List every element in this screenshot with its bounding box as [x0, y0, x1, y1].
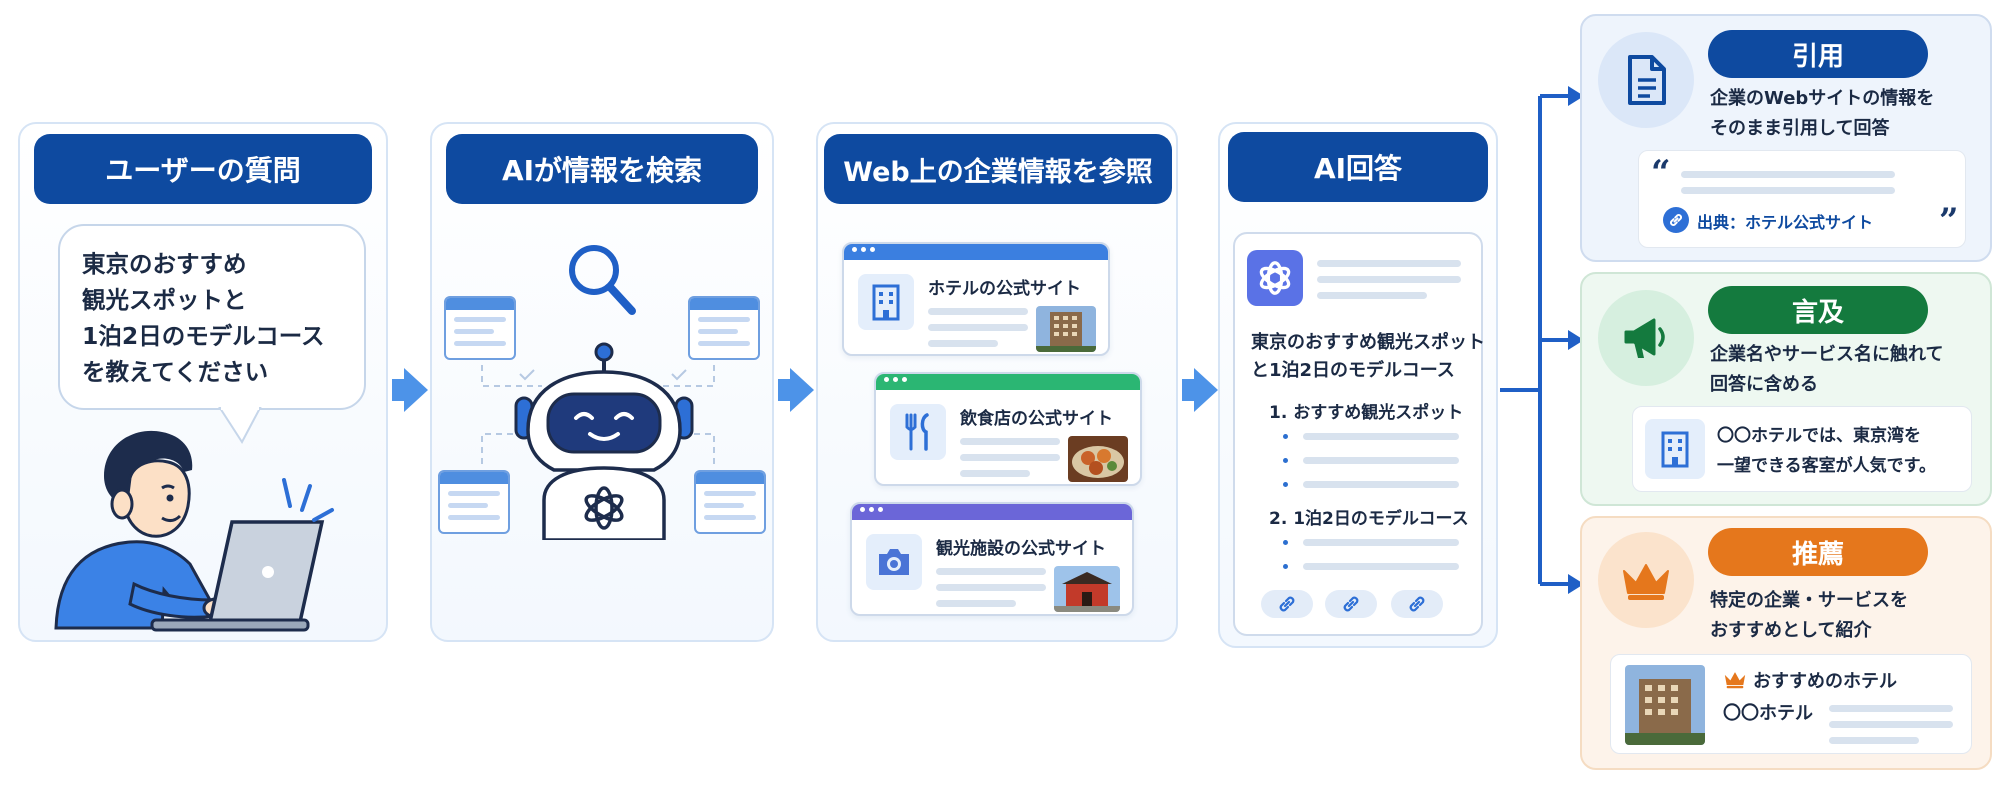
- branch-connector: [1500, 86, 1584, 594]
- hotel-photo: [1625, 665, 1705, 745]
- step-panel-ai-search: AIが情報を検索: [430, 122, 774, 642]
- question-line: 観光スポットと: [82, 286, 247, 314]
- chatgpt-logo-icon: [1247, 250, 1303, 306]
- mention-example-text: 〇〇ホテルでは、東京湾を: [1717, 426, 1921, 446]
- output-panel-mention: 言及 企業名やサービス名に触れて 回答に含める 〇〇ホテルでは、東京湾を 一望で…: [1580, 272, 1992, 506]
- flow-arrow: [1182, 379, 1196, 401]
- link-icon[interactable]: [1391, 590, 1443, 618]
- output-description: おすすめとして紹介: [1710, 620, 1872, 641]
- output-description: そのまま引用して回答: [1710, 118, 1890, 139]
- step-panel-web-info: Web上の企業情報を参照 ホテルの公式サイト: [816, 122, 1178, 642]
- step-title: ユーザーの質問: [34, 134, 372, 204]
- link-icon[interactable]: [1325, 590, 1377, 618]
- website-title: ホテルの公式サイト: [928, 279, 1081, 299]
- website-card-hotel: ホテルの公式サイト: [842, 242, 1110, 356]
- output-description: 特定の企業・サービスを: [1710, 590, 1908, 611]
- output-description: 企業のWebサイトの情報を: [1710, 88, 1935, 109]
- question-bubble: 東京のおすすめ 観光スポットと 1泊2日のモデルコース を教えてください: [58, 224, 366, 410]
- flow-arrow: [778, 379, 792, 401]
- step-title: AIが情報を検索: [446, 134, 758, 204]
- flow-arrow-head: [790, 368, 814, 412]
- browser-window-icon: [688, 296, 760, 360]
- mention-example-card: 〇〇ホテルでは、東京湾を 一望できる客室が人気です。: [1632, 406, 1972, 492]
- recommendation-card-title: おすすめのホテル: [1753, 671, 1897, 692]
- user-with-laptop-illustration: [54, 430, 334, 632]
- browser-window-icon: [694, 470, 766, 534]
- flow-arrow-head: [1194, 368, 1218, 412]
- step-title: AI回答: [1228, 132, 1488, 202]
- bubble-tail: [218, 406, 262, 444]
- output-label: 推薦: [1708, 528, 1928, 576]
- crown-icon: [1723, 669, 1747, 693]
- output-label: 引用: [1708, 30, 1928, 78]
- step-panel-user-question: ユーザーの質問 東京のおすすめ 観光スポットと 1泊2日のモデルコース を教えて…: [18, 122, 388, 642]
- document-icon: [1598, 32, 1694, 128]
- question-line: 1泊2日のモデルコース: [82, 322, 325, 350]
- citation-source: 出典：ホテル公式サイト: [1697, 213, 1874, 232]
- website-title: 観光施設の公式サイト: [936, 539, 1106, 559]
- link-icon: [1663, 207, 1689, 233]
- hotel-photo: [1036, 306, 1096, 352]
- mention-example-text: 一望できる客室が人気です。: [1717, 456, 1936, 476]
- megaphone-icon: [1598, 290, 1694, 386]
- output-description: 回答に含める: [1710, 374, 1818, 395]
- crown-icon: [1598, 532, 1694, 628]
- building-icon: [1645, 419, 1705, 479]
- camera-icon: [866, 534, 922, 590]
- output-panel-recommendation: 推薦 特定の企業・サービスを おすすめとして紹介 おすすめのホテル 〇〇ホテル: [1580, 516, 1992, 770]
- question-line: 東京のおすすめ: [82, 250, 247, 278]
- answer-list-item: 2. 1泊2日のモデルコース: [1269, 509, 1469, 529]
- recommendation-hotel-name: 〇〇ホテル: [1723, 703, 1813, 724]
- website-card-tourism: 観光施設の公式サイト: [850, 502, 1134, 616]
- building-icon: [858, 274, 914, 330]
- food-photo: [1068, 436, 1128, 482]
- flow-arrow-head: [404, 368, 428, 412]
- utensils-icon: [890, 404, 946, 460]
- flow-arrow: [392, 379, 406, 401]
- browser-window-icon: [444, 296, 516, 360]
- answer-heading: と1泊2日のモデルコース: [1251, 360, 1455, 381]
- ai-answer-card: 東京のおすすめ観光スポット と1泊2日のモデルコース 1. おすすめ観光スポット…: [1233, 232, 1485, 636]
- temple-photo: [1054, 566, 1120, 612]
- website-title: 飲食店の公式サイト: [960, 409, 1113, 429]
- recommendation-example-card: おすすめのホテル 〇〇ホテル: [1610, 654, 1972, 754]
- question-line: を教えてください: [82, 358, 269, 386]
- website-card-restaurant: 飲食店の公式サイト: [874, 372, 1142, 486]
- output-panel-citation: 引用 企業のWebサイトの情報を そのまま引用して回答 “ 出典：ホテル公式サイ…: [1580, 14, 1992, 262]
- link-icon[interactable]: [1261, 590, 1313, 618]
- browser-window-icon: [438, 470, 510, 534]
- answer-heading: 東京のおすすめ観光スポット: [1251, 332, 1485, 353]
- output-label: 言及: [1708, 286, 1928, 334]
- answer-list-item: 1. おすすめ観光スポット: [1269, 403, 1464, 423]
- search-icon: [569, 245, 636, 315]
- citation-example-card: “ 出典：ホテル公式サイト ”: [1638, 150, 1966, 248]
- output-description: 企業名やサービス名に触れて: [1710, 344, 1944, 365]
- ai-robot-icon: [514, 342, 694, 540]
- step-title: Web上の企業情報を参照: [824, 134, 1172, 204]
